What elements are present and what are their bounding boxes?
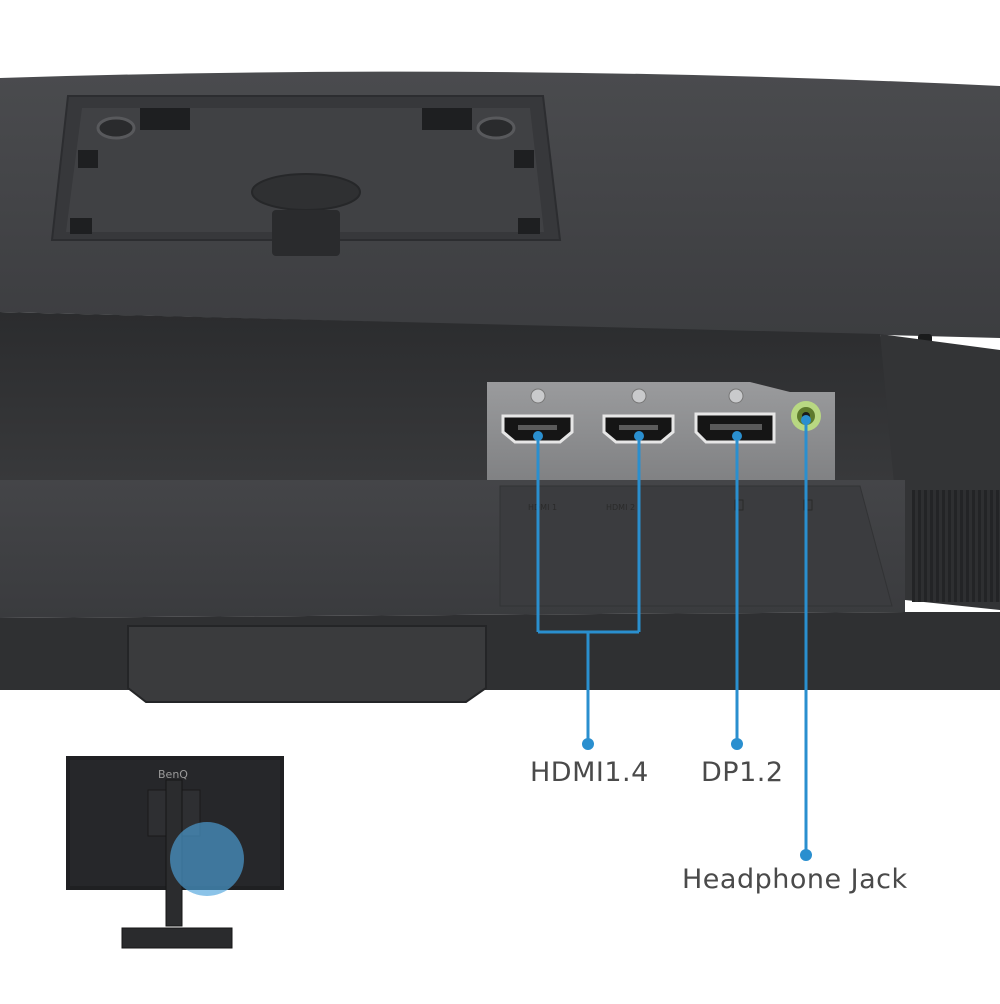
vent-grille [912, 490, 1000, 602]
port-pins [710, 424, 762, 430]
vesa-slot [514, 150, 534, 168]
vesa-slot [70, 218, 92, 234]
port-label-hdmi2: HDMI 2 [606, 503, 635, 512]
port-label-area [499, 485, 893, 607]
stand-neck-base [127, 625, 487, 703]
stand-hinge-block [272, 210, 340, 256]
monitor-thumbnail: BenQ [66, 756, 284, 949]
benq-logo: BenQ [158, 768, 188, 781]
thumbnail-stand-base [121, 927, 233, 949]
vesa-mount-plate [66, 108, 544, 232]
vesa-slot [518, 218, 540, 234]
screw-hole [476, 116, 516, 140]
highlight-circle [170, 822, 244, 896]
vesa-slot [140, 108, 190, 130]
vesa-slot [422, 108, 472, 130]
dp-label-icon [734, 499, 744, 511]
callout-dp: DP1.2 [701, 757, 784, 788]
callout-hdmi: HDMI1.4 [530, 757, 649, 788]
port-pins [518, 425, 557, 430]
callout-dots [533, 415, 812, 861]
screw-icon [631, 388, 647, 404]
vesa-slot [78, 150, 98, 168]
screw-icon [530, 388, 546, 404]
port-label-hdmi1: HDMI 1 [528, 503, 557, 512]
screw-icon [728, 388, 744, 404]
port-pins [619, 425, 658, 430]
callout-lines [536, 420, 808, 855]
callout-headphone-jack: Headphone Jack [682, 864, 908, 895]
screw-hole [96, 116, 136, 140]
headphone-label-icon [803, 499, 813, 511]
stand-hinge-socket [251, 173, 361, 211]
